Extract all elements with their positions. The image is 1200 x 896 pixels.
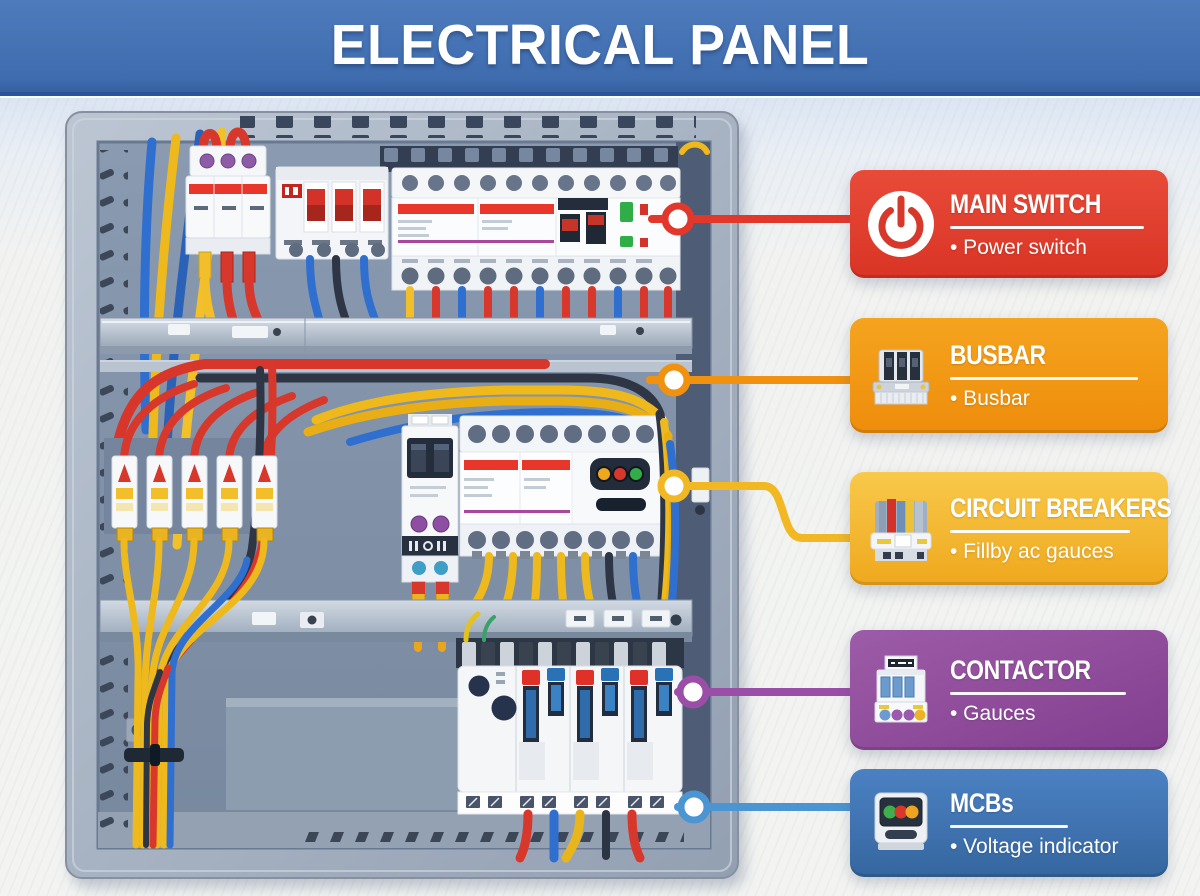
main-switch-module bbox=[391, 167, 681, 324]
center-breaker-2pole bbox=[401, 414, 459, 652]
card-title: CONTACTOR bbox=[950, 654, 1091, 685]
legend-card-main-switch: MAIN SWITCH • Power switch bbox=[850, 170, 1168, 278]
card-underline bbox=[950, 530, 1130, 533]
distribution-wires bbox=[113, 359, 674, 448]
connector-line-circuit-breakers bbox=[662, 482, 862, 542]
card-description: • Power switch bbox=[950, 235, 1087, 259]
wire-bundle bbox=[120, 537, 268, 849]
top-breaker-block bbox=[275, 166, 389, 336]
title-banner: ELECTRICAL PANEL bbox=[0, 0, 1200, 96]
indicator-module bbox=[459, 415, 667, 559]
connector-dot-busbar bbox=[657, 363, 691, 397]
card-title: BUSBAR bbox=[950, 340, 1046, 370]
card-underline bbox=[950, 225, 1144, 229]
card-title: CIRCUIT BREAKERS bbox=[950, 493, 1172, 523]
contactor-icon bbox=[860, 650, 942, 730]
card-description: • Fillby ac gauces bbox=[950, 540, 1114, 563]
connector-dot-contactor bbox=[676, 675, 710, 709]
card-underline bbox=[950, 377, 1138, 380]
card-title: MCBs bbox=[950, 787, 1014, 818]
fuse-row bbox=[104, 360, 328, 676]
card-underline bbox=[950, 691, 1126, 695]
card-title: MAIN SWITCH bbox=[950, 188, 1101, 219]
mcb-group bbox=[456, 611, 684, 863]
legend-card-mcbs: MCBs • Voltage indicator bbox=[850, 769, 1168, 877]
legend-card-busbar: BUSBAR • Busbar bbox=[850, 318, 1168, 433]
card-description: • Voltage indicator bbox=[950, 834, 1119, 858]
legend-card-circuit-breakers: CIRCUIT BREAKERS • Fillby ac gauces bbox=[850, 472, 1172, 585]
legend-card-contactor: CONTACTOR • Gauces bbox=[850, 630, 1168, 750]
connector-dot-main-switch bbox=[661, 202, 695, 236]
card-underline bbox=[950, 824, 1068, 828]
card-description: • Gauces bbox=[950, 701, 1036, 725]
connectors bbox=[646, 202, 862, 824]
busbar-icon bbox=[860, 336, 942, 416]
mcb-icon bbox=[860, 783, 942, 863]
circuit-breakers-icon bbox=[860, 489, 942, 569]
connector-dot-circuit-breakers bbox=[657, 469, 691, 503]
page-title: ELECTRICAL PANEL bbox=[330, 13, 870, 77]
connector-dot-mcbs bbox=[677, 790, 711, 824]
card-description: • Busbar bbox=[950, 387, 1030, 410]
top-breaker-3pole bbox=[185, 127, 271, 339]
power-icon bbox=[860, 184, 942, 264]
